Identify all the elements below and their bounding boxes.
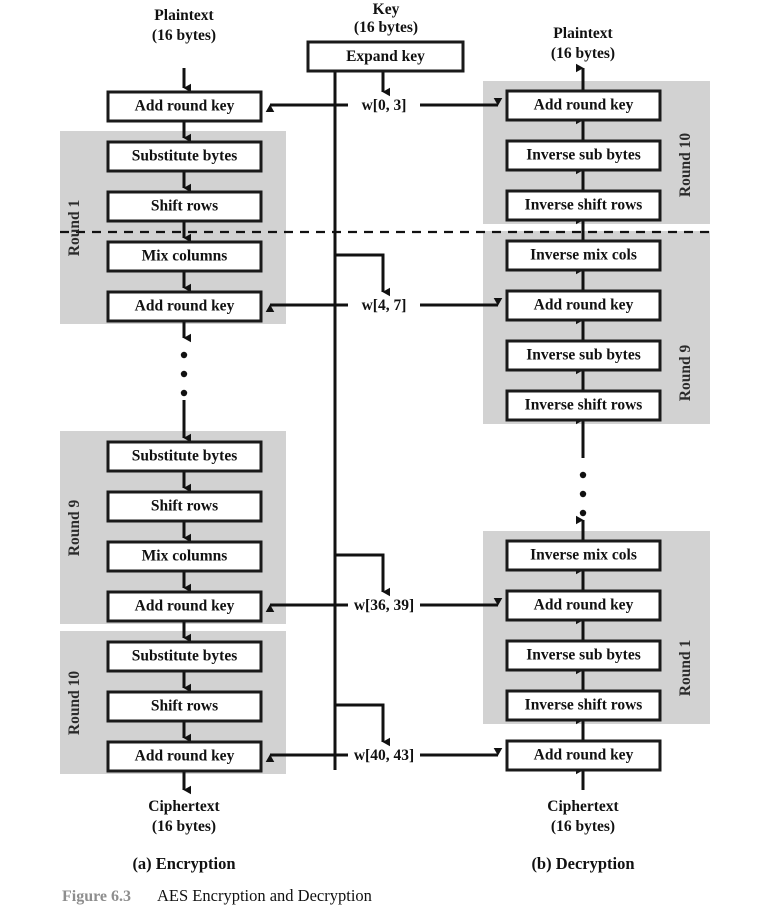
dec-round-10-label: Round 10 xyxy=(677,133,694,197)
key-branch-w36-39 xyxy=(335,553,390,597)
dec-ellipsis-dot-3 xyxy=(579,509,587,517)
figure-caption-number: Figure 6.3 xyxy=(62,888,131,905)
enc-ellipsis-dot-3 xyxy=(180,389,188,397)
enc-r9-mix-columns-label: Mix columns xyxy=(142,548,228,565)
enc-r1-add-round-key-box[interactable] xyxy=(106,290,263,323)
enc-r10-substitute-bytes-box[interactable] xyxy=(106,640,263,673)
enc-ciphertext-line2: (16 bytes) xyxy=(152,818,216,835)
enc-r10-add-round-key-label: Add round key xyxy=(135,748,235,765)
enc-r1-add-round-key-label: Add round key xyxy=(135,298,235,315)
dec-r1-add-round-key-label: Add round key xyxy=(534,597,634,614)
dec-round-1-label: Round 1 xyxy=(677,640,694,696)
enc-r9-add-round-key-label: Add round key xyxy=(135,598,235,615)
dec-r10-inverse-sub-bytes-label: Inverse sub bytes xyxy=(526,147,641,164)
dec-add-round-key-final-box[interactable] xyxy=(505,739,662,772)
enc-r9-substitute-bytes-label: Substitute bytes xyxy=(132,448,238,465)
enc-r9-substitute-bytes-box[interactable] xyxy=(106,440,263,473)
dec-ellipsis-dot-1 xyxy=(579,471,587,479)
enc-r10-substitute-bytes-label: Substitute bytes xyxy=(132,648,238,665)
dec-r9-add-round-key-box[interactable] xyxy=(505,289,662,322)
enc-r1-substitute-bytes-label: Substitute bytes xyxy=(132,148,238,165)
dec-r1-inverse-sub-bytes-label: Inverse sub bytes xyxy=(526,647,641,664)
panel-a-label: (a) Encryption xyxy=(132,854,235,873)
enc-r1-mix-columns-label: Mix columns xyxy=(142,248,228,265)
dec-r9-inverse-sub-bytes-box[interactable] xyxy=(505,339,662,372)
key-word-label-w4-7: w[4, 7] xyxy=(362,297,407,314)
key-word-label-w36-39: w[36, 39] xyxy=(354,597,414,614)
dec-r10-add-round-key-label: Add round key xyxy=(534,97,634,114)
figure-caption-title: AES Encryption and Decryption xyxy=(157,886,372,905)
enc-r10-shift-rows-box[interactable] xyxy=(106,690,263,723)
enc-r10-add-round-key-box[interactable] xyxy=(106,740,263,773)
key-branch-w4-7 xyxy=(335,253,390,297)
dec-r10-inverse-sub-bytes-box[interactable] xyxy=(505,139,662,172)
dec-r1-inverse-mix-cols-box[interactable] xyxy=(505,539,662,572)
dec-r1-add-round-key-box[interactable] xyxy=(505,589,662,622)
enc-r1-substitute-bytes-box[interactable] xyxy=(106,140,263,173)
enc-r9-shift-rows-box[interactable] xyxy=(106,490,263,523)
enc-r9-add-round-key-box[interactable] xyxy=(106,590,263,623)
dec-r9-inverse-sub-bytes-label: Inverse sub bytes xyxy=(526,347,641,364)
dec-ciphertext-line1: Ciphertext xyxy=(547,798,619,815)
enc-r1-shift-rows-box[interactable] xyxy=(106,190,263,223)
enc-r1-shift-rows-label: Shift rows xyxy=(151,198,218,215)
enc-ciphertext-line1: Ciphertext xyxy=(148,798,220,815)
dec-r9-add-round-key-label: Add round key xyxy=(534,297,634,314)
key-title-line2: (16 bytes) xyxy=(354,19,418,36)
key-word-label-w0-3: w[0, 3] xyxy=(362,97,407,114)
enc-round-9-label: Round 9 xyxy=(66,500,83,557)
dec-r9-inverse-shift-rows-box[interactable] xyxy=(505,389,662,422)
enc-add-round-key-initial-box[interactable] xyxy=(106,90,263,123)
enc-r9-shift-rows-label: Shift rows xyxy=(151,498,218,515)
key-word-label-w40-43: w[40, 43] xyxy=(354,747,414,764)
enc-plaintext-line1: Plaintext xyxy=(154,7,214,24)
dec-add-round-key-final-label: Add round key xyxy=(534,747,634,764)
enc-round-1-label: Round 1 xyxy=(66,200,83,256)
dec-r10-inverse-shift-rows-label: Inverse shift rows xyxy=(525,197,643,214)
dec-r9-inverse-shift-rows-label: Inverse shift rows xyxy=(525,397,643,414)
expand-key-label: Expand key xyxy=(346,48,425,65)
expand-key-box[interactable] xyxy=(306,40,465,73)
dec-r1-inverse-mix-cols-label: Inverse mix cols xyxy=(530,547,637,564)
enc-r10-shift-rows-label: Shift rows xyxy=(151,698,218,715)
enc-r9-mix-columns-box[interactable] xyxy=(106,540,263,573)
dec-plaintext-line2: (16 bytes) xyxy=(551,45,615,62)
panel-b-label: (b) Decryption xyxy=(531,854,634,873)
dec-r9-inverse-mix-cols-label: Inverse mix cols xyxy=(530,247,637,264)
enc-plaintext-line2: (16 bytes) xyxy=(152,27,216,44)
key-title-line1: Key xyxy=(373,1,400,18)
dec-ellipsis-dot-2 xyxy=(579,490,587,498)
dec-ciphertext-line2: (16 bytes) xyxy=(551,818,615,835)
dec-round-9-label: Round 9 xyxy=(677,345,694,402)
dec-r9-inverse-mix-cols-box[interactable] xyxy=(505,239,662,272)
enc-round-10-label: Round 10 xyxy=(66,671,83,735)
enc-ellipsis-dot-2 xyxy=(180,370,188,378)
dec-r1-inverse-shift-rows-box[interactable] xyxy=(505,689,662,722)
dec-r10-inverse-shift-rows-box[interactable] xyxy=(505,189,662,222)
key-branch-w40-43 xyxy=(335,703,390,747)
enc-add-round-key-initial-label: Add round key xyxy=(135,98,235,115)
dec-plaintext-line1: Plaintext xyxy=(553,25,613,42)
dec-r1-inverse-sub-bytes-box[interactable] xyxy=(505,639,662,672)
enc-ellipsis-dot-1 xyxy=(180,351,188,359)
dec-r10-add-round-key-box[interactable] xyxy=(505,89,662,122)
enc-r1-mix-columns-box[interactable] xyxy=(106,240,263,273)
dec-r1-inverse-shift-rows-label: Inverse shift rows xyxy=(525,697,643,714)
